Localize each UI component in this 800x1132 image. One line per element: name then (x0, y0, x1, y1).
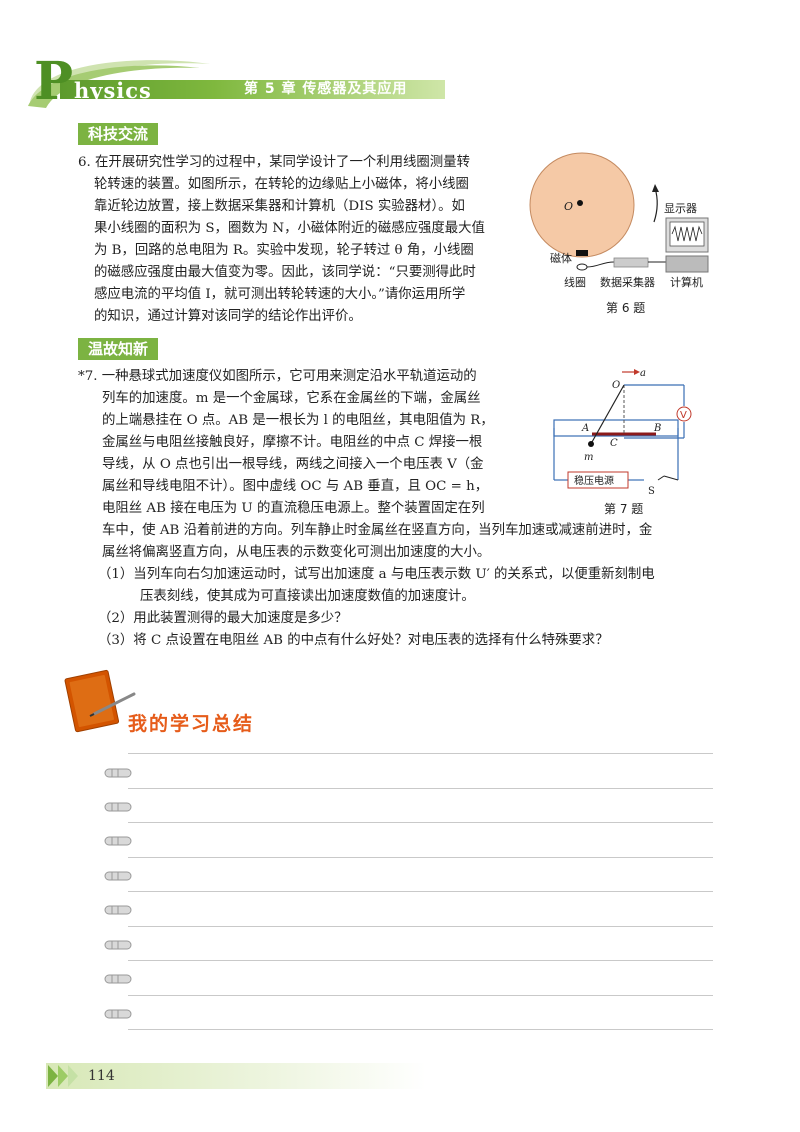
magnet-label: 磁体 (550, 251, 572, 265)
q7-line: 金属丝与电阻丝接触良好，摩擦不计。电阻丝的中点 C 焊接一根 (102, 435, 483, 450)
q7-line: 列车的加速度。m 是一个金属球，它系在金属丝的下端，金属丝 (102, 391, 481, 406)
page-number: 114 (88, 1068, 115, 1084)
binder-ring-icon (104, 1009, 132, 1019)
binder-ring-icon (104, 940, 132, 950)
footer-bar (46, 1063, 426, 1089)
svg-text:C: C (610, 438, 618, 449)
q6-line: 的知识，通过计算对该同学的结论作出评价。 (94, 309, 362, 324)
header-logo-letter: P (34, 51, 74, 112)
computer-base (665, 255, 709, 273)
summary-line[interactable] (128, 891, 713, 892)
figure-7-caption: 第 7 题 (604, 502, 643, 516)
q7-line: 车中，使 AB 沿着前进的方向。列车静止时金属丝在竖直方向，当列车加速或减速前进… (102, 523, 653, 538)
svg-text:a: a (640, 368, 646, 379)
binder-ring-icon (104, 871, 132, 881)
summary-line[interactable] (128, 995, 713, 996)
svg-text:A: A (581, 423, 589, 434)
section-heading-review: 温故知新 (78, 338, 159, 360)
q6-line: 6. 在开展研究性学习的过程中，某同学设计了一个利用线圈测量转 (78, 155, 470, 170)
metal-ball (588, 441, 594, 447)
q7-subquestion-2: （2）用此装置测得的最大加速度是多少？ (98, 611, 348, 626)
question-7-text-wide: 车中，使 AB 沿着前进的方向。列车静止时金属丝在竖直方向，当列车加速或减速前进… (98, 520, 722, 652)
q6-line: 靠近轮边放置，接上数据采集器和计算机（DIS 实验器材）。如 (94, 199, 465, 214)
display-label: 显示器 (664, 202, 697, 215)
summary-line[interactable] (128, 960, 713, 961)
svg-text:O: O (612, 380, 620, 391)
voltmeter-label: V (680, 410, 687, 421)
q6-line: 果小线圈的面积为 S，圈数为 N，小磁体附近的磁感应强度最大值 (94, 221, 485, 236)
acceleration-arrow (634, 369, 640, 375)
section-heading-tech-exchange: 科技交流 (78, 123, 159, 145)
switch (663, 475, 679, 481)
binder-ring-icon (104, 768, 132, 778)
rotation-arrow (653, 187, 658, 223)
coil-wire (586, 261, 615, 268)
svg-text:B: B (653, 423, 661, 434)
binder-ring-icon (104, 836, 132, 846)
binder-ring-icon (104, 802, 132, 812)
monitor-screen (669, 221, 705, 247)
svg-text:S: S (648, 486, 655, 497)
q7-subquestion-1: （1）当列车向右匀加速运动时，试写出加速度 a 与电压表示数 U′ 的关系式，以… (98, 567, 655, 582)
summary-line[interactable] (128, 753, 713, 754)
summary-title: 我的学习总结 (128, 713, 255, 735)
metal-wire (591, 384, 625, 443)
binder-ring-icon (104, 905, 132, 915)
q6-line: 的磁感应强度由最大值变为零。因此，该同学说：“只要测得此时 (94, 265, 476, 280)
summary-line[interactable] (128, 1029, 713, 1030)
q7-line: 的上端悬挂在 O 点。AB 是一根长为 l 的电阻丝，其电阻值为 R， (102, 413, 494, 428)
header-logo-text: hysics (74, 78, 152, 103)
q7-subquestion-3: （3）将 C 点设置在电阻丝 AB 的中点有什么好处？对电压表的选择有什么特殊要… (98, 633, 609, 648)
q7-line: 属丝将偏离竖直方向，从电压表的示数变化可测出加速度的大小。 (102, 545, 491, 560)
footer-chevrons-icon (48, 1065, 78, 1087)
coil (576, 263, 588, 271)
header-bar (60, 80, 445, 99)
voltmeter (676, 406, 692, 422)
question-6-text: 6. 在开展研究性学习的过程中，某同学设计了一个利用线圈测量转 轮转速的装置。如… (78, 152, 528, 328)
q6-line: 感应电流的平均值 I，就可测出转轮转速的大小。”请你运用所学 (94, 287, 466, 302)
chapter-title: 第 5 章 传感器及其应用 (244, 81, 408, 97)
q6-line: 轮转速的装置。如图所示，在转轮的边缘贴上小磁体，将小线圈 (94, 177, 469, 192)
summary-line[interactable] (128, 822, 713, 823)
coil-label: 线圈 (564, 275, 586, 289)
figure-6-caption: 第 6 题 (606, 301, 645, 315)
power-label: 稳压电源 (574, 474, 614, 487)
q6-line: 为 B，回路的总电阻为 R。实验中发现，轮子转过 θ 角，小线圈 (94, 243, 474, 258)
svg-text:m: m (584, 452, 593, 463)
question-7-text-narrow: *7. 一种悬球式加速度仪如图所示，它可用来测定沿水平轨道运动的 列车的加速度。… (78, 366, 548, 520)
power-supply (567, 471, 629, 489)
summary-line[interactable] (128, 857, 713, 858)
magnet (576, 250, 588, 256)
figure-6-wheel-diagram: O 磁体 显示器 线圈 数据采集器 计算机 第 6 题 (529, 152, 709, 315)
summary-line[interactable] (128, 926, 713, 927)
computer-label: 计算机 (670, 275, 703, 289)
rotation-arrowhead (652, 184, 659, 192)
q7-line: *7. 一种悬球式加速度仪如图所示，它可用来测定沿水平轨道运动的 (78, 369, 477, 384)
q7-line: 属丝和导线电阻不计）。图中虚线 OC 与 AB 垂直，且 OC = h， (102, 479, 489, 494)
notebook-pen-icon (64, 669, 136, 733)
waveform (671, 225, 703, 242)
q7-line: 导线，从 O 点也引出一根导线，两线之间接入一个电压表 V（金 (102, 457, 484, 472)
collector-label: 数据采集器 (600, 275, 655, 289)
q7-line: 电阻丝 AB 接在电压为 U 的直流稳压电源上。整个装置固定在列 (102, 501, 485, 516)
q7-subquestion-1-cont: 压表刻线，使其成为可直接读出加速度数值的加速度计。 (140, 589, 475, 604)
binder-ring-icon (104, 974, 132, 984)
wheel-center (577, 200, 583, 206)
center-label: O (564, 200, 573, 213)
figure-7-accelerometer-diagram: V 稳压电源 a O A B C m S 第 7 题 (553, 368, 692, 516)
data-collector (613, 257, 649, 268)
summary-line[interactable] (128, 788, 713, 789)
